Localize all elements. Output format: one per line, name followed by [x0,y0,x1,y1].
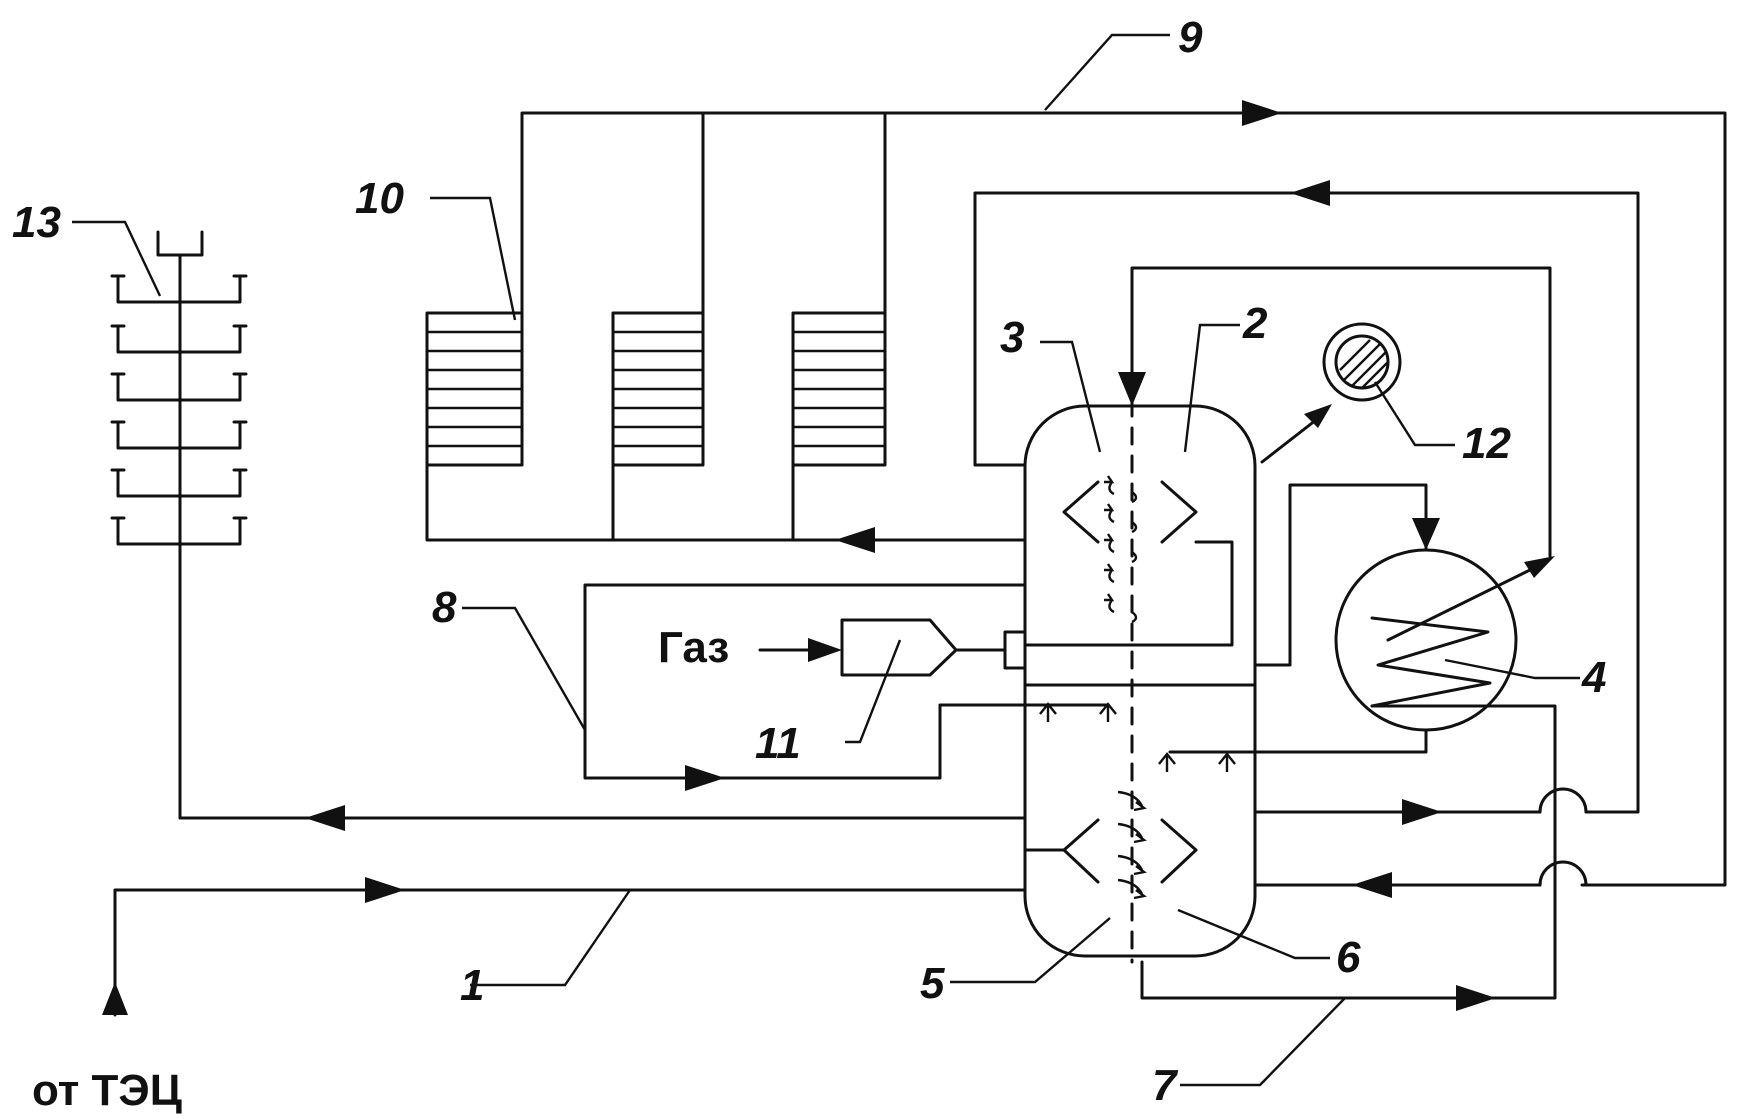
label-6: 6 [1336,933,1361,982]
arrow-exchanger-in [1412,518,1440,550]
arrow-to-13 [305,805,345,831]
arrow-from-tec [102,982,128,1015]
label-9: 9 [1178,13,1203,62]
main-vessel [1025,400,1255,962]
label-7: 7 [1152,1061,1179,1110]
arrow-out-right [1402,799,1442,825]
label-2: 2 [1242,299,1268,348]
arrow-line-7 [1456,985,1496,1011]
label-5: 5 [920,959,945,1008]
arrow-radiator-return [835,527,875,553]
label-10: 10 [355,174,404,223]
heat-exchanger-4 [1336,550,1555,730]
element-12 [1262,324,1400,462]
arrow-top-return [1290,180,1330,206]
pipelines [115,113,1725,1015]
coil-left-lower [1064,820,1098,882]
radiators-10 [427,313,885,465]
exchanger-shell [1336,550,1516,730]
burner-11 [760,620,1025,675]
label-4: 4 [1581,653,1606,702]
coil-right-upper [1162,482,1196,542]
element-12-feed [1262,420,1316,462]
coil-right-lower [1162,820,1196,882]
radiator-right [793,313,885,465]
arrow-vessel-top [1118,372,1146,406]
gas-inlet-arrow [808,638,842,662]
arrow-line-8 [685,765,725,791]
number-labels: 9 10 13 3 2 12 4 8 11 1 5 6 7 [12,13,1606,1110]
label-8: 8 [432,583,457,632]
arrow-line-1 [365,877,405,903]
arrow-return-right [1352,872,1392,898]
source-label: от ТЭЦ [32,1066,182,1115]
radiator-middle [613,313,703,465]
burner-nozzle [1005,632,1025,668]
coil-left-upper [1064,482,1098,542]
burner-body [842,620,956,675]
label-3: 3 [1000,313,1024,362]
arrow-line-9 [1242,100,1282,126]
radiator-left [427,313,522,465]
element-13 [112,232,246,818]
gas-label: Газ [658,623,729,672]
label-12: 12 [1462,419,1511,468]
exchanger-coil [1372,618,1490,706]
flow-arrows [102,100,1496,1015]
label-11: 11 [755,719,801,768]
label-1: 1 [460,961,484,1010]
label-13: 13 [12,198,61,247]
exchanger-outlet-arrow [1524,556,1555,578]
flow-marks-lower [1040,704,1235,898]
